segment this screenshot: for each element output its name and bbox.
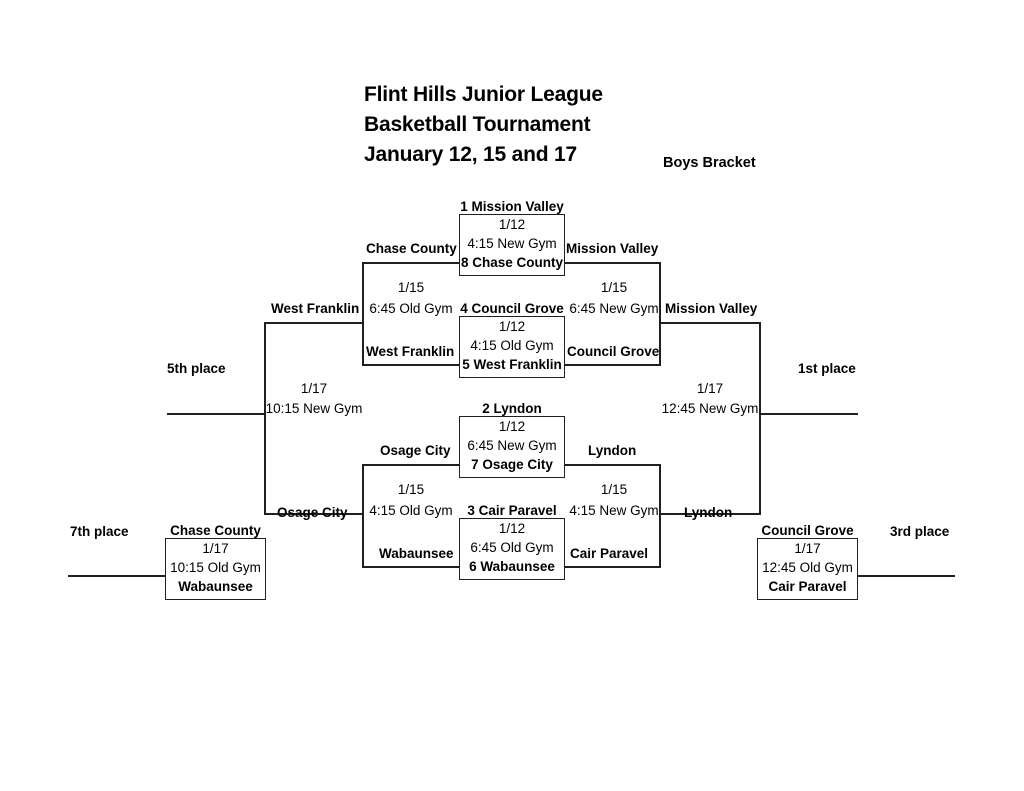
winners-upper-date: 1/15 — [600, 280, 628, 295]
losers-upper-date: 1/15 — [397, 280, 425, 295]
first-place-label: 1st place — [798, 361, 856, 376]
losers-upper-top-team: Chase County — [366, 241, 457, 256]
game-2-7-upper-seed: 2 Lyndon — [482, 401, 542, 416]
game-2-7-lower-seed: 7 Osage City — [471, 457, 553, 472]
title-line-1: Flint Hills Junior League — [364, 83, 603, 106]
game-3-6-lower-seed: 6 Wabaunsee — [469, 559, 555, 574]
third-place-upper-seed: Council Grove — [761, 523, 854, 538]
game-4-5-venue: 4:15 Old Gym — [470, 338, 554, 353]
winners-lower-bottom-arm — [565, 566, 661, 568]
seventh-place-box[interactable]: 1/17 10:15 Old Gym Wabaunsee — [165, 538, 266, 600]
winners-lower-date: 1/15 — [600, 482, 628, 497]
losers-lower-venue: 4:15 Old Gym — [369, 503, 453, 518]
first-place-line — [759, 413, 858, 415]
losers-lower-bottom-team: Wabaunsee — [379, 546, 454, 561]
title-line-3: January 12, 15 and 17 — [364, 143, 577, 166]
game-3-6-venue: 6:45 Old Gym — [470, 540, 554, 555]
game-4-5-date: 1/12 — [498, 319, 526, 334]
game-2-7-date: 1/12 — [498, 419, 526, 434]
losers-lower-top-team: Osage City — [380, 443, 451, 458]
game-1-8-date: 1/12 — [498, 217, 526, 232]
seventh-place-label: 7th place — [70, 524, 129, 539]
fifth-place-venue: 10:15 New Gym — [265, 401, 363, 416]
winners-upper-bottom-team: Council Grove — [567, 344, 660, 359]
winners-upper-bottom-arm — [565, 364, 661, 366]
seventh-place-lower-seed: Wabaunsee — [178, 579, 253, 594]
seventh-place-date: 1/17 — [202, 541, 229, 556]
seventh-place-venue: 10:15 Old Gym — [170, 560, 261, 575]
winners-lower-top-team: Lyndon — [588, 443, 637, 458]
game-3-6-upper-seed: 3 Cair Paravel — [467, 503, 557, 518]
third-place-label: 3rd place — [890, 524, 950, 539]
third-place-box[interactable]: 1/17 12:45 Old Gym Cair Paravel — [757, 538, 858, 600]
losers-lower-spine — [362, 464, 364, 568]
game-2-7-box[interactable]: 1/12 6:45 New Gym 7 Osage City — [459, 416, 565, 478]
fifth-place-top-team: West Franklin — [271, 301, 360, 316]
winners-lower-venue: 4:15 New Gym — [569, 503, 659, 518]
winners-lower-spine — [659, 464, 661, 568]
winners-upper-venue: 6:45 New Gym — [569, 301, 659, 316]
winners-upper-spine — [659, 262, 661, 366]
fifth-place-line — [167, 413, 265, 415]
third-place-line — [857, 575, 955, 577]
winners-upper-top-arm — [565, 262, 661, 264]
game-1-8-lower-seed: 8 Chase County — [460, 255, 564, 270]
losers-upper-spine — [362, 262, 364, 366]
championship-bottom-arm — [659, 513, 761, 515]
fifth-place-spine — [264, 322, 266, 514]
game-4-5-box[interactable]: 1/12 4:15 Old Gym 5 West Franklin — [459, 316, 565, 378]
losers-upper-bottom-team: West Franklin — [366, 344, 455, 359]
bracket-label: Boys Bracket — [663, 155, 756, 171]
seventh-place-upper-seed: Chase County — [170, 523, 261, 538]
game-2-7-venue: 6:45 New Gym — [467, 438, 557, 453]
losers-lower-top-arm — [362, 464, 459, 466]
game-3-6-date: 1/12 — [498, 521, 526, 536]
championship-venue: 12:45 New Gym — [661, 401, 759, 416]
third-place-lower-seed: Cair Paravel — [768, 579, 847, 594]
championship-spine — [759, 322, 761, 514]
losers-upper-venue: 6:45 Old Gym — [369, 301, 453, 316]
winners-lower-bottom-team: Cair Paravel — [570, 546, 649, 561]
title-line-2: Basketball Tournament — [364, 113, 591, 136]
winners-upper-top-team: Mission Valley — [566, 241, 659, 256]
game-4-5-upper-seed: 4 Council Grove — [460, 301, 564, 316]
losers-lower-date: 1/15 — [397, 482, 425, 497]
game-3-6-box[interactable]: 1/12 6:45 Old Gym 6 Wabaunsee — [459, 518, 565, 580]
third-place-date: 1/17 — [794, 541, 821, 556]
winners-lower-top-arm — [565, 464, 661, 466]
game-4-5-lower-seed: 5 West Franklin — [462, 357, 562, 372]
fifth-place-top-arm — [264, 322, 363, 324]
losers-upper-top-arm — [362, 262, 459, 264]
fifth-place-bottom-arm — [264, 513, 363, 515]
game-1-8-upper-seed: 1 Mission Valley — [460, 199, 564, 214]
championship-top-arm — [659, 322, 761, 324]
game-1-8-box[interactable]: 1/12 4:15 New Gym 8 Chase County — [459, 214, 565, 276]
tournament-title: Flint Hills Junior League Basketball Tou… — [364, 80, 603, 170]
fifth-place-label: 5th place — [167, 361, 226, 376]
losers-lower-bottom-arm — [362, 566, 459, 568]
championship-bottom-team: Lyndon — [684, 505, 733, 520]
fifth-place-bottom-team: Osage City — [277, 505, 348, 520]
seventh-place-line — [68, 575, 166, 577]
losers-upper-bottom-arm — [362, 364, 459, 366]
fifth-place-date: 1/17 — [300, 381, 328, 396]
third-place-venue: 12:45 Old Gym — [762, 560, 853, 575]
game-1-8-venue: 4:15 New Gym — [467, 236, 557, 251]
championship-top-team: Mission Valley — [665, 301, 758, 316]
championship-date: 1/17 — [696, 381, 724, 396]
